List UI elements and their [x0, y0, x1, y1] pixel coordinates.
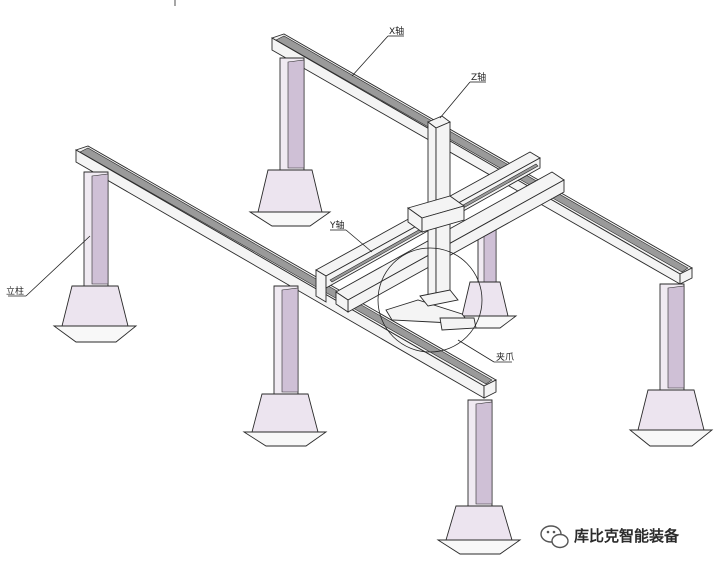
y-axis-leader: [345, 229, 373, 253]
gripper: [377, 247, 483, 353]
front-middle-column: [242, 285, 328, 447]
watermark-text: 库比克智能装备: [574, 527, 680, 545]
column-label: 立柱: [6, 285, 24, 297]
back-right-column: [628, 283, 714, 447]
watermark: 库比克智能装备: [540, 525, 680, 549]
back-left-column: [248, 57, 332, 227]
gripper-label: 夹爪: [496, 351, 514, 363]
column-leader: [25, 235, 91, 297]
gripper-leader: [457, 339, 495, 363]
z-axis-column: [406, 115, 466, 301]
front-right-column: [436, 399, 522, 555]
gripper-highlight-circle: [377, 247, 483, 353]
x-axis-leader: [351, 35, 389, 77]
front-left-column: [52, 171, 138, 343]
x-axis-label: X轴: [389, 25, 404, 37]
y-axis-label: Y轴: [329, 219, 345, 231]
wechat-icon: [540, 525, 569, 549]
z-axis-label: Z轴: [471, 71, 486, 83]
z-axis-leader: [439, 81, 471, 119]
front-x-axis-beam: [74, 145, 497, 399]
